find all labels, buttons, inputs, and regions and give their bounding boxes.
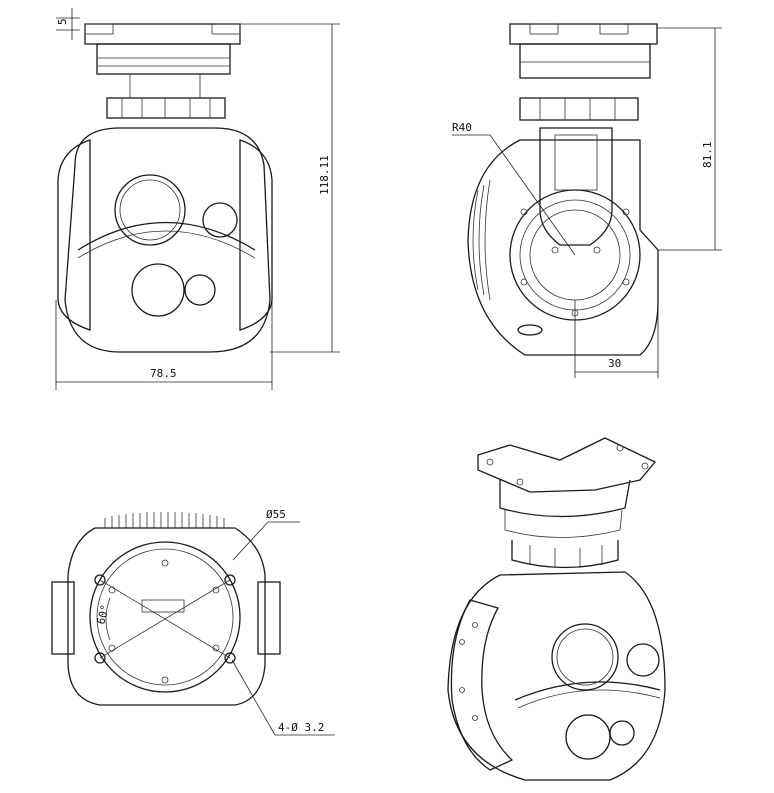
dim-height-side: 81.1 [701,142,714,169]
dim-mount-diameter: Ø55 [266,508,286,521]
bottom-body [67,527,266,706]
front-ring-nut [106,97,226,119]
dim-height-front: 118.11 [318,155,331,195]
dim-hole-spec: 4-Ø 3.2 [278,721,324,734]
mount-hole [94,652,106,664]
side-neck [519,43,651,79]
dim-radius-side: R40 [452,121,472,134]
bottom-mount-circle [89,541,241,693]
bottom-fins [104,512,225,528]
iso-top-plate [477,437,657,493]
mount-hole [224,652,236,664]
side-ring-nut [519,97,639,121]
iso-side-arm [450,599,514,771]
bottom-view: 60° Ø55 4-Ø 3.2 [51,508,335,736]
front-neck [96,43,231,75]
front-body [64,127,271,353]
front-lower-lens [131,263,185,317]
side-view: R40 81.1 30 [452,23,722,378]
front-left-arm [57,139,91,331]
isometric-view [447,437,666,781]
side-body [467,139,659,356]
dim-top-offset: 5 [56,18,69,25]
iso-main-lens [551,623,619,691]
iso-ball-body [447,571,666,781]
front-lower-small-lens [184,274,216,306]
front-small-lens [202,202,238,238]
iso-lower-small-lens [609,720,635,746]
mount-hole [224,574,236,586]
bottom-left-block [51,581,75,655]
dim-angle: 60° [94,603,112,626]
mount-hole [94,574,106,586]
dim-width-front: 78.5 [150,367,177,380]
side-bracket [539,127,613,246]
bottom-right-block [257,581,281,655]
iso-lower-lens [565,714,611,760]
side-slot [517,324,543,336]
iso-small-lens [626,643,660,677]
front-right-arm [239,139,273,331]
front-view: 5 118.11 78.5 [55,8,340,390]
dim-offset-side: 30 [608,357,621,370]
front-main-lens [114,174,186,246]
